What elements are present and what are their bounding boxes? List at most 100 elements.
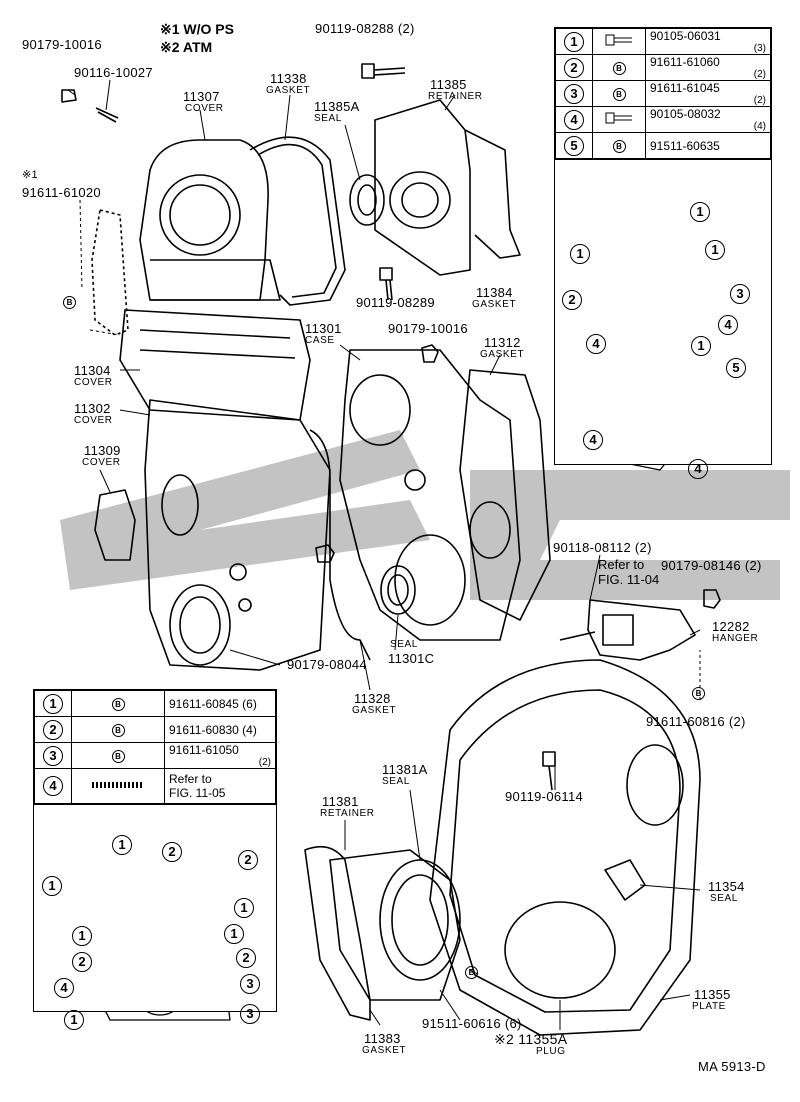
table-row: 3 B 91611-61050(2) <box>34 742 276 769</box>
part-11307: 11307 <box>183 89 220 104</box>
callout-number: 3 <box>730 284 750 304</box>
part-cell: 91611-60845 (6) <box>164 690 276 717</box>
detail-panel-top: 1 <box>555 159 771 464</box>
part-11385: 11385 <box>430 77 467 92</box>
name-11385: RETAINER <box>428 91 483 102</box>
middle-cover-11304 <box>119 309 311 421</box>
part-90179-08146: 90179-08146 (2) <box>661 558 762 573</box>
name-11381a: SEAL <box>382 776 410 787</box>
table-row: 4 90105-08032(4) <box>555 106 771 133</box>
name-11338: GASKET <box>266 85 311 96</box>
name-11307: COVER <box>185 103 224 114</box>
nut-90179-08146 <box>703 589 721 609</box>
part-90116-10027: 90116-10027 <box>74 65 153 80</box>
part-90119-08289: 90119-08289 <box>356 295 435 310</box>
plate-11355 <box>429 659 701 1036</box>
table-row: 1 B 91611-60845 (6) <box>34 690 276 717</box>
callout-number: 4 <box>718 315 738 335</box>
callout-number: 1 <box>234 898 254 918</box>
part-cell: 90105-08032(4) <box>645 106 771 133</box>
name-11383: GASKET <box>362 1045 407 1056</box>
bolt-icon <box>592 106 646 133</box>
callout-number: 3 <box>240 1004 260 1024</box>
part-11381: 11381 <box>322 794 359 809</box>
gasket-11312 <box>459 369 551 621</box>
name-11301c: SEAL <box>390 639 418 650</box>
b-bolt-icon: B <box>592 54 646 81</box>
callout-number: 5 <box>564 135 584 156</box>
part-90179-10016-top: 90179-10016 <box>22 37 102 52</box>
callout-number: 1 <box>705 240 725 260</box>
lower-cover-11302 <box>144 399 331 671</box>
note-without-ps: ※1 W/O PS <box>160 21 234 37</box>
part-90118-08112: 90118-08112 (2) <box>553 540 652 555</box>
callout-number: 1 <box>64 1010 84 1030</box>
callout-cell: 1 <box>555 28 593 55</box>
callout-number: 2 <box>562 290 582 310</box>
callout-number: 1 <box>72 926 92 946</box>
callout-number: 1 <box>112 835 132 855</box>
b-bolt-icon: B <box>465 963 478 979</box>
timing-case-11301 <box>339 349 521 641</box>
bolt-90119-08288 <box>361 63 406 79</box>
gasket-11328 <box>309 429 371 661</box>
b-bolt-icon: B <box>592 132 646 159</box>
table-row: 1 90105-06031(3) <box>555 28 771 55</box>
part-cell: 90105-06031(3) <box>645 28 771 55</box>
mark-note-1: ※1 <box>22 169 38 181</box>
retainer-11385 <box>374 99 471 276</box>
name-11355a: PLUG <box>536 1046 566 1057</box>
name-11385a: SEAL <box>314 113 342 124</box>
part-cell: 91611-61045(2) <box>645 80 771 107</box>
callout-number: 3 <box>564 83 584 104</box>
b-bolt-icon: B <box>71 742 165 769</box>
callout-number: 2 <box>238 850 258 870</box>
part-11302: 11302 <box>74 401 111 416</box>
part-90179-08044: 90179-08044 <box>287 657 367 672</box>
part-cell: 91611-60830 (4) <box>164 716 276 743</box>
callout-number: 1 <box>564 31 584 52</box>
name-11312: GASKET <box>480 349 525 360</box>
callout-number: 3 <box>43 745 63 766</box>
bolt-table-top: 1 90105-06031(3) 2 B 91611-61060(2) 3 B … <box>554 27 772 465</box>
name-11354: SEAL <box>710 893 738 904</box>
part-cell: 91511-60635 <box>645 132 771 159</box>
callout-number: 1 <box>691 336 711 356</box>
part-11304: 11304 <box>74 363 111 378</box>
gasket-11383 <box>304 845 371 1021</box>
name-11355: PLATE <box>692 1001 726 1012</box>
bolt-90119-08289 <box>379 267 393 301</box>
part-11385a: 11385A <box>314 99 360 114</box>
bolt-90116-10027 <box>95 107 119 123</box>
note-atm: ※2 ATM <box>160 39 213 55</box>
callout-number: 2 <box>236 948 256 968</box>
callout-number: 2 <box>162 842 182 862</box>
callout-number: 5 <box>726 358 746 378</box>
part-11381a: 11381A <box>382 762 428 777</box>
name-11304: COVER <box>74 377 113 388</box>
gasket-11384 <box>464 129 521 259</box>
part-cell: 91611-61050(2) <box>164 742 276 769</box>
callout-number: 4 <box>688 459 708 479</box>
part-11309: 11309 <box>84 443 121 458</box>
bracket-outline <box>91 209 129 336</box>
bolt-90179-10016-top <box>61 89 77 103</box>
name-11301: CASE <box>305 335 335 346</box>
part-12282: 12282 <box>712 619 750 634</box>
stud-icon <box>71 768 165 804</box>
callout-number: 2 <box>72 952 92 972</box>
callout-number: 1 <box>224 924 244 944</box>
nut-90179-08044 <box>315 544 335 563</box>
part-11328: 11328 <box>354 691 391 706</box>
part-90119-08288: 90119-08288 (2) <box>315 21 415 36</box>
retainer-11381 <box>329 849 461 1001</box>
part-90179-10016-mid: 90179-10016 <box>388 321 468 336</box>
callout-number: 3 <box>240 974 260 994</box>
part-cell: 91611-61060(2) <box>645 54 771 81</box>
name-11309: COVER <box>82 457 121 468</box>
part-91611-61020: 91611-61020 <box>22 185 101 200</box>
part-11355a: ※2 11355A <box>494 1031 568 1047</box>
b-bolt-icon: B <box>71 690 165 717</box>
